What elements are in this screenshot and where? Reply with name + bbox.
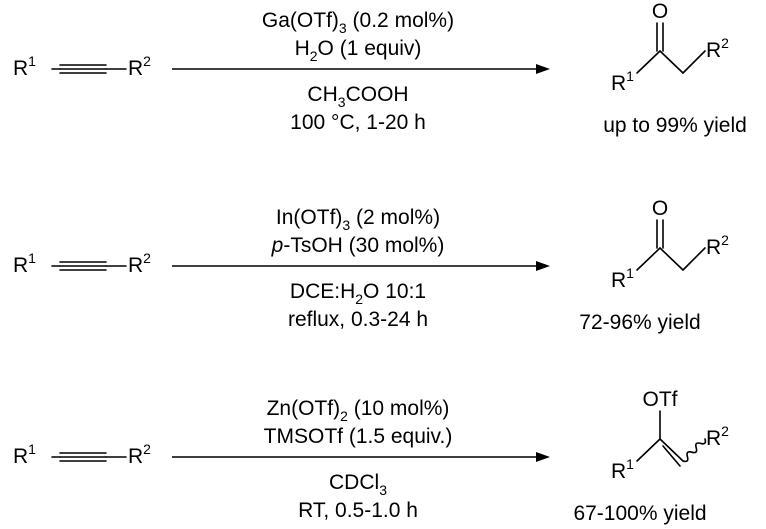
product-structure [636, 410, 707, 467]
reactant-r1-label: R1 [13, 250, 36, 277]
triple-bond [51, 452, 127, 462]
product-r2-label: R2 [706, 35, 729, 62]
yield-label: 72-96% yield [579, 311, 700, 334]
product-structure [636, 219, 706, 271]
triple-bond [51, 64, 127, 74]
reaction-arrow [172, 64, 550, 74]
condition-above: p-TsOH (30 mol%) [271, 234, 445, 257]
yield-label: 67-100% yield [573, 502, 706, 525]
condition-below: 100 °C, 1-20 h [290, 111, 426, 134]
product-r1-label: R1 [611, 68, 634, 95]
condition-below: DCE:H2O 10:1 [290, 280, 426, 307]
reactant-r2-label: R2 [128, 53, 151, 80]
condition-above: TMSOTf (1.5 equiv.) [264, 425, 453, 448]
condition-above: Zn(OTf)2 (10 mol%) [267, 397, 450, 424]
reactant-r2-label: R2 [128, 250, 151, 277]
product-otf-label: OTf [643, 388, 678, 411]
condition-above: H2O (1 equiv) [295, 37, 422, 64]
condition-above: Ga(OTf)3 (0.2 mol%) [262, 9, 454, 36]
product-r1-label: R1 [611, 456, 634, 483]
yield-label: up to 99% yield [603, 114, 747, 137]
product-r1-label: R1 [611, 265, 634, 292]
condition-below: reflux, 0.3-24 h [288, 308, 428, 331]
reaction-arrow [172, 261, 550, 271]
condition-below: RT, 0.5-1.0 h [298, 499, 418, 522]
product-oxygen-label: O [652, 197, 668, 220]
reaction-row: R1 R2 Ga(OTf)3 (0.2 mol%)H2O (1 equiv) CH3C… [13, 0, 747, 137]
reactant-r1-label: R1 [13, 441, 36, 468]
condition-below: CH3COOH [307, 83, 408, 110]
product-structure [636, 22, 706, 74]
reaction-row: R1 R2 Zn(OTf)2 (10 mol%)TMSOTf (1.5 equiv.… [13, 388, 729, 525]
reaction-arrow [172, 452, 550, 462]
product-r2-label: R2 [706, 232, 729, 259]
condition-above: In(OTf)3 (2 mol%) [276, 206, 440, 233]
product-oxygen-label: O [652, 0, 668, 23]
triple-bond [51, 261, 127, 271]
condition-below: CDCl3 [329, 471, 387, 498]
product-r2-label: R2 [706, 423, 729, 450]
reaction-row: R1 R2 In(OTf)3 (2 mol%)p-TsOH (30 mol%) DCE… [13, 197, 729, 334]
reactant-r1-label: R1 [13, 53, 36, 80]
reactant-r2-label: R2 [128, 441, 151, 468]
